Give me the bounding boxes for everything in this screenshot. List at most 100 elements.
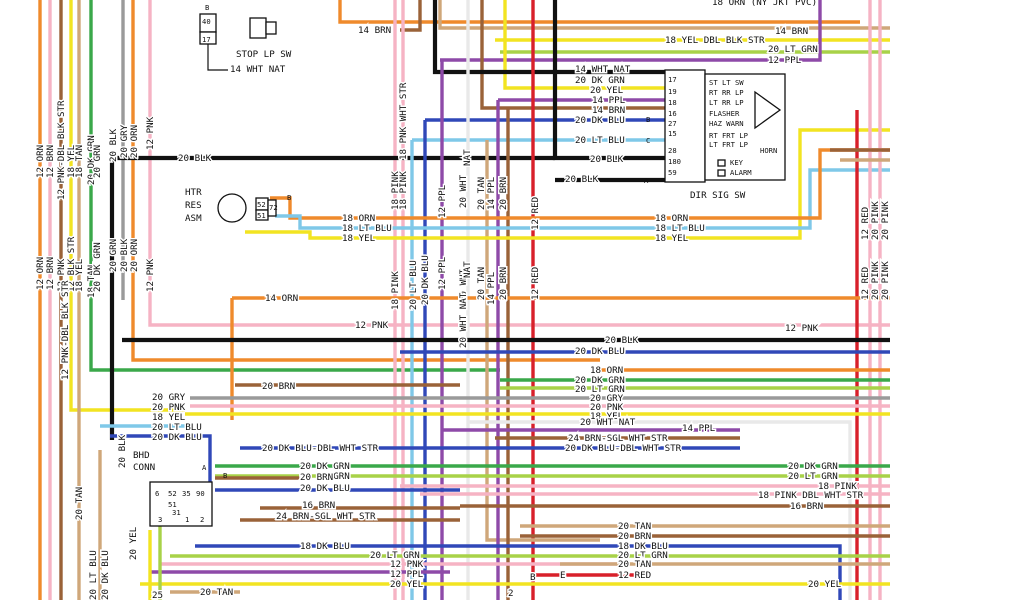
wire-labels: 18 ORN (NY JKT PVC) 14 BRN 14 BRN 18 YEL… [151, 0, 866, 600]
fn-lt-frt-lp: LT FRT LP [709, 140, 748, 149]
bhd-line1: BHD [133, 450, 150, 461]
vlabel-left_b-6: 20 DK GRN [92, 242, 103, 292]
vlabel-left_a-5: 20 DK GRN [86, 135, 97, 185]
label-blk-mid: 20 BLK [605, 335, 639, 346]
label-orn14: 14 ORN [265, 293, 298, 304]
vlabel-mid_a-5: 20 TAN [476, 177, 487, 210]
vlabel-mid_b-2: 20 DK BLU [420, 255, 431, 305]
wire-orn-htr [270, 196, 340, 220]
pin-27: 27 [668, 119, 677, 128]
pin-16: 16 [668, 109, 677, 118]
label-orn-htr-r: 18 ORN [655, 213, 688, 224]
stop-lp-sw-label: STOP LP SW [236, 49, 292, 60]
label-dkblu18-b: 18 DK BLU [300, 541, 350, 552]
wire-ltblu-r [655, 168, 890, 230]
vlabel-mid_a-6: 14 PPL [486, 176, 497, 210]
wire-dkblu-l [110, 434, 212, 490]
wire-tan-top [438, 0, 890, 30]
vlabel-mid_a-2: 12 PPL [437, 184, 448, 218]
label-b-bottom: B [530, 572, 536, 583]
label-brn-l2: 20 BRN [300, 472, 333, 483]
label-yel-htr-r: 18 YEL [655, 233, 689, 244]
wire-orn-v2 [131, 0, 600, 362]
fn-rt-rr-lp: RT RR LP [709, 88, 744, 97]
htr-pin-51: 51 [257, 211, 266, 220]
vlabel-left_b-3: 12 BLK STR [66, 236, 77, 292]
label-orn-m: 18 ORN [590, 365, 623, 376]
label-ltblu-top: 20 LT BLU [575, 135, 625, 146]
fn-horn: HORN [760, 146, 777, 155]
label-wht-nat-conn: 14 WHT NAT [575, 64, 631, 75]
middle-wires [100, 296, 890, 600]
vlabel-left_a-3: 18 YEL [66, 144, 77, 178]
vlabel-right_b-0: 12 RED [860, 267, 871, 300]
label-pnk12-r: 12 PNK [785, 323, 819, 334]
pin-180: 180 [668, 157, 681, 166]
vlabel-mid_c-0: 20 WHT NAT [458, 292, 469, 348]
bhd-pin-2: 2 [200, 515, 204, 524]
vlabel-left_b-7: 20 GRN [108, 239, 119, 272]
label-dkblu-mid: 20 DK BLU [575, 346, 625, 357]
label-ltgrn-r2: 20 LT GRN [788, 471, 838, 482]
label-pnk-b: 12 PNK [390, 559, 424, 570]
heater-wires [245, 196, 655, 240]
label-ppl-top: 12 PPL [768, 55, 802, 66]
vlabel-right_a-1: 20 PINK [870, 201, 881, 240]
label-dkblu-dbl-m: 20 DK BLU-DBL WHT STR [565, 443, 682, 454]
label-blk-top: 20 BLK [590, 154, 624, 165]
bottom-wires [98, 450, 890, 600]
label-pnk12-l: 12 PNK [355, 320, 389, 331]
wire-dkblu18-b [195, 544, 842, 600]
right-wires [340, 0, 890, 600]
wire-yel-r [655, 128, 890, 240]
label-ltgrn-m: 20 LT GRN [575, 384, 625, 395]
label-red-b: 12 RED [618, 570, 651, 581]
vlabel-left_c-0: 12 PNK-DBL BLK STR [60, 280, 71, 380]
vlabel-left_a-8: 20 GRY [119, 124, 130, 158]
bhd-line2: CONN [133, 462, 155, 473]
label-dkblu-top: 20 DK BLU [575, 115, 625, 126]
htr-res-asm: 52 51 72 B HTR RES ASM [185, 187, 291, 224]
pin-18: 18 [668, 98, 677, 107]
vlabel-left_b-8: 20 BLK [119, 238, 130, 272]
label-brn14-top-right: 14 BRN [775, 26, 808, 37]
vlabel-right_a-0: 12 RED [860, 207, 871, 240]
label-yel-dbl-blk: 18 YEL DBL BLK STR [665, 35, 765, 46]
vlabel-left_d-0: 20 TAN [74, 487, 85, 520]
vlabel-mid_a-0: 18 PINK [390, 171, 401, 210]
label-brn14-mid: 14 BRN [592, 105, 625, 116]
label-tan-b: 20 TAN [618, 521, 651, 532]
label-dkblu-l2: 20 DK BLU [300, 483, 350, 494]
vlabel-right_b-2: 20 PINK [880, 261, 891, 300]
label-pnk-m: 20 PNK [590, 402, 624, 413]
label-yel-b: 20 YEL [390, 579, 424, 590]
label-brn-sgl-m: 24 BRN-SGL WHT STR [568, 433, 668, 444]
htr-pin-72: 72 [269, 203, 278, 212]
htr-line3: ASM [185, 213, 202, 224]
label-gry-m: 20 GRY [590, 393, 624, 404]
vlabel-left_b-0: 12 ORN [35, 257, 46, 290]
fn-haz-warn: HAZ WARN [709, 119, 744, 128]
htr-b-label: B [287, 193, 291, 202]
wire-grn-v1 [89, 0, 500, 372]
vlabel-left_a-4: 18 TAN [74, 145, 85, 178]
label-dkblu18-b2: 18 DK BLU [618, 541, 668, 552]
vlabel-mid_b-0: 18 PINK [390, 271, 401, 310]
bhd-pin-51: 51 [168, 500, 177, 509]
bhd-pin-6: 6 [155, 489, 159, 498]
htr-line1: HTR [185, 187, 202, 198]
vlabel-left_d-4: 20 DK BLU [100, 550, 111, 600]
pin-17: 17 [202, 35, 211, 44]
vlabel-left_d-2: 20 YEL [128, 526, 139, 560]
pin-17-dir: 17 [668, 75, 677, 84]
label-brn14-top: 14 BRN [358, 25, 391, 36]
fn-alarm: ALARM [730, 168, 752, 177]
vlabel-mid_b-7: 14 PPL [486, 271, 497, 305]
bhd-b-label: B [223, 471, 227, 480]
label-dkblu-dbl-l: 20 DK BLU-DBL WHT STR [262, 443, 379, 454]
vlabel-mid_a-4: NAT [462, 149, 473, 166]
label-ppl-b: 12 PPL [390, 569, 424, 580]
left-vertical-wires [38, 0, 890, 600]
